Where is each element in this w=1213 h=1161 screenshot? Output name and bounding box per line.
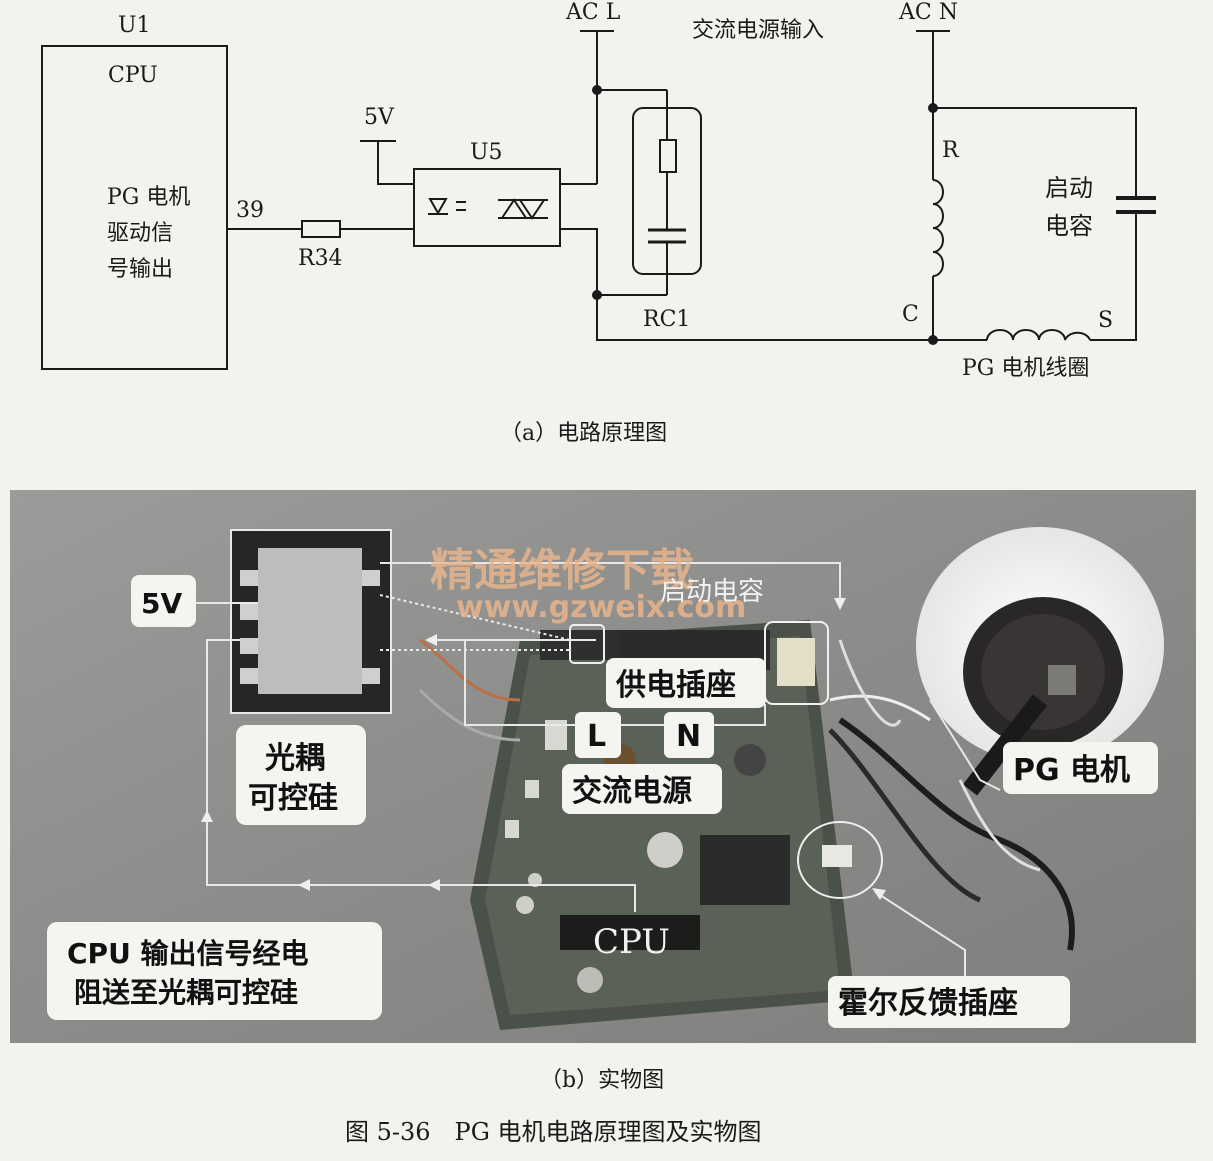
led-icon (428, 198, 466, 216)
label-5v: 5V (131, 575, 196, 627)
cpu-label: CPU (108, 63, 158, 88)
label-n: N (664, 712, 714, 758)
c-label: C (902, 302, 919, 327)
watermark-cn: 精通维修下载 (430, 545, 694, 596)
figure-caption: 图 5-36 PG 电机电路原理图及实物图 (345, 1118, 762, 1146)
optocoupler-zoom (230, 529, 392, 714)
svg-text:CPU 输出信号经电: CPU 输出信号经电 (67, 937, 309, 970)
pg-motor-photo (916, 527, 1164, 796)
opto-highlight (569, 624, 605, 664)
resistor-r34 (301, 220, 341, 238)
caption-b: （b）实物图 (540, 1068, 664, 1093)
start-cap-label-2: 电容 (1045, 212, 1093, 240)
svg-text:L: L (587, 719, 606, 754)
pcb-board (470, 620, 855, 1030)
label-pg-motor: PG 电机 (1003, 742, 1158, 794)
svg-text:N: N (676, 719, 701, 754)
r34-label: R34 (298, 246, 343, 271)
cpu-block (41, 45, 228, 370)
schematic: U1 CPU PG 电机 驱动信 号输出 39 R34 5V U5 (41, 0, 1156, 446)
cables (418, 638, 1075, 951)
u5-label: U5 (470, 140, 503, 165)
s-winding (986, 329, 1091, 341)
svg-text:光耦: 光耦 (265, 741, 325, 776)
watermark-url: www.gzweix.com (456, 590, 746, 625)
label-supply-socket: 供电插座 (606, 658, 766, 708)
svg-text:霍尔反馈插座: 霍尔反馈插座 (838, 986, 1018, 1021)
cpu-func-line1: PG 电机 (107, 185, 190, 210)
cpu-chip (560, 915, 700, 950)
pin-39-label: 39 (236, 198, 264, 223)
acl-label: AC L (565, 0, 621, 25)
s-label: S (1098, 308, 1113, 333)
svg-text:可控硅: 可控硅 (248, 781, 338, 816)
hall-socket-highlight (797, 821, 883, 899)
r-winding (932, 179, 944, 277)
rc1-resistor (659, 139, 677, 173)
svg-text:供电插座: 供电插座 (615, 668, 736, 703)
svg-text:PG 电机: PG 电机 (1013, 753, 1130, 788)
label-hall-socket: 霍尔反馈插座 (828, 976, 1070, 1028)
optocoupler-u5 (413, 168, 561, 247)
u1-label: U1 (118, 13, 151, 38)
svg-text:交流电源: 交流电源 (572, 774, 692, 809)
cpu-func-line2: 驱动信 (107, 221, 173, 246)
svg-text:5V: 5V (141, 587, 182, 620)
label-opto: 光耦 可控硅 (236, 725, 366, 825)
ac-input-label: 交流电源输入 (692, 18, 824, 43)
v5-label: 5V (364, 105, 395, 130)
wire-acn-cap (933, 107, 1137, 196)
svg-text:阻送至光耦可控硅: 阻送至光耦可控硅 (74, 976, 298, 1009)
wire-u5-out (560, 228, 598, 295)
cpu-func-line3: 号输出 (107, 257, 173, 282)
label-l: L (575, 712, 621, 758)
photo-panel: 精通维修下载 www.gzweix.com 启动电容 5V 光耦 可控硅 供电插… (10, 490, 1196, 1043)
wire-5v-u5 (377, 141, 414, 185)
cpu-photo-label: CPU (593, 922, 670, 962)
label-cpu-signal: CPU 输出信号经电 阻送至光耦可控硅 (47, 922, 382, 1020)
start-cap-label-1: 启动 (1045, 174, 1093, 202)
caption-a: （a）电路原理图 (500, 421, 667, 446)
acn-label: AC N (898, 0, 958, 25)
wire-to-c (596, 295, 933, 341)
rc1-label: RC1 (643, 307, 690, 332)
triac-icon (498, 198, 548, 220)
r-label: R (942, 138, 960, 163)
coil-label: PG 电机线圈 (962, 356, 1089, 381)
label-ac-power: 交流电源 (562, 764, 722, 814)
annotation-lines (196, 562, 1001, 990)
start-cap-photo-label: 启动电容 (660, 577, 764, 607)
